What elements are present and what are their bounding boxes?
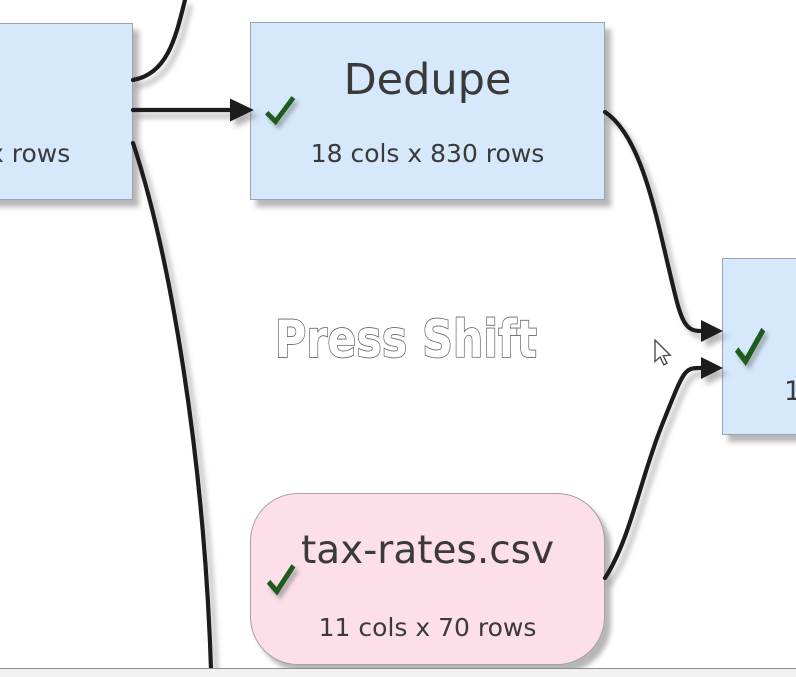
node-right-partial[interactable]: 1 (722, 258, 796, 435)
node-subtitle: 18 cols x 830 rows (310, 139, 545, 168)
node-subtitle: 1 (784, 376, 796, 407)
node-title: Dedupe (343, 55, 512, 105)
node-title: tax-rates.csv (300, 528, 555, 573)
arrowhead-icon (701, 320, 723, 342)
check-icon (734, 327, 766, 366)
mouse-cursor-icon (654, 339, 672, 366)
arrowhead-icon (701, 357, 723, 379)
node-tax-rates-csv[interactable]: tax-rates.csv 11 cols x 70 rows (250, 493, 605, 665)
node-dedupe[interactable]: Dedupe 18 cols x 830 rows (250, 22, 605, 200)
node-subtitle: x rows (0, 139, 71, 168)
canvas-bottom-edge (0, 668, 796, 677)
connector-csv-to-right-node (602, 365, 703, 581)
connector-left-node-downward (130, 140, 214, 672)
check-icon (266, 564, 296, 596)
press-shift-hint-text: Press Shift (275, 310, 537, 370)
node-left-partial[interactable]: x rows (0, 23, 133, 200)
node-subtitle: 11 cols x 70 rows (318, 613, 537, 642)
press-shift-hint: Press Shift (274, 309, 538, 371)
check-icon (264, 96, 296, 126)
connector-dedupe-to-right-node (602, 109, 703, 334)
connector-top-to-left-node (130, 0, 188, 83)
